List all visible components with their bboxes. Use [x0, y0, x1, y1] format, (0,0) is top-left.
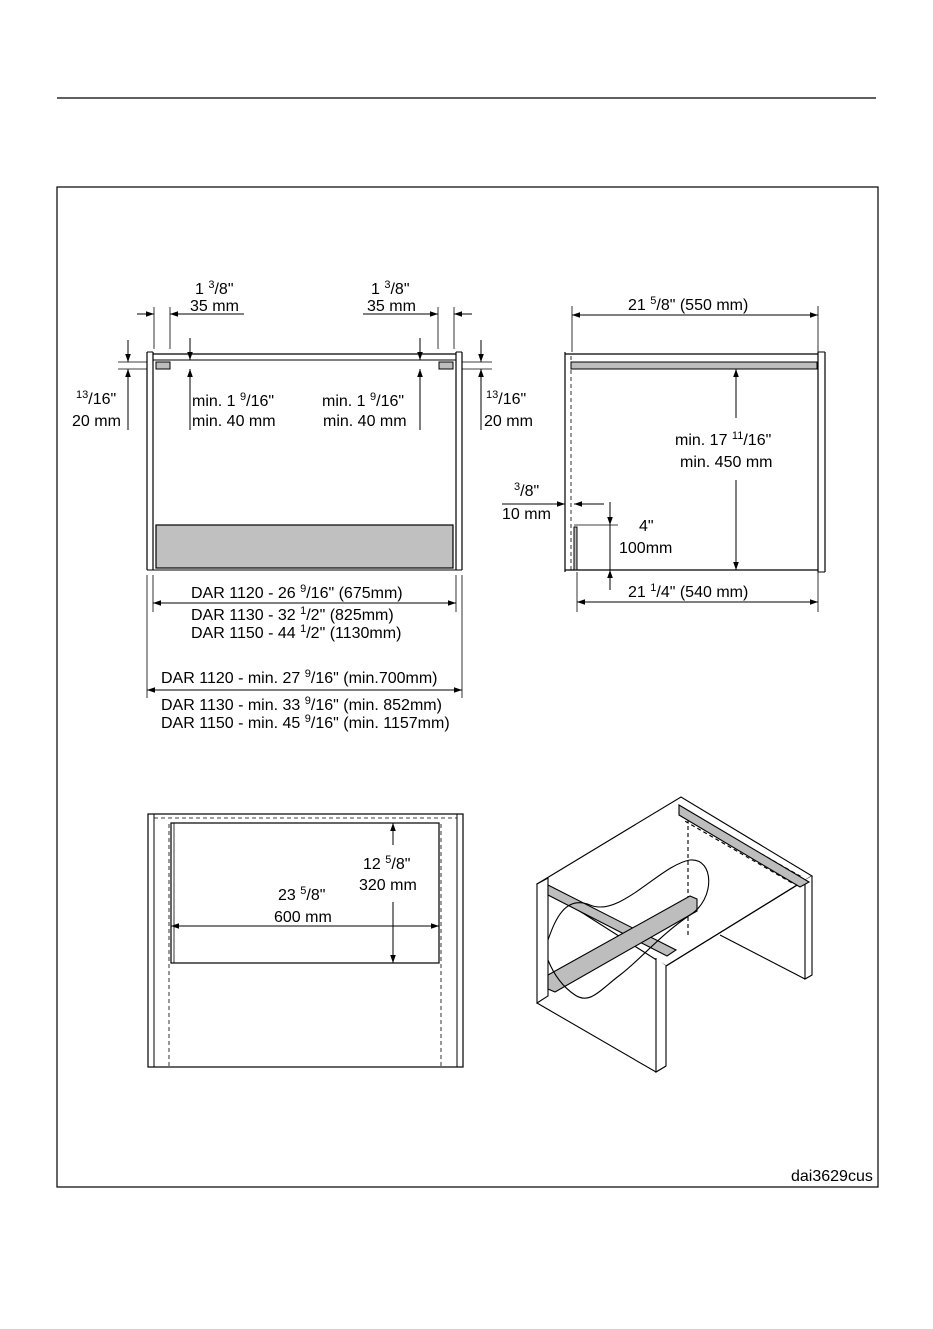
top-depth-mm-label: 320 mm — [359, 877, 417, 894]
top-view-outline — [147, 813, 464, 1068]
iso-back-rail — [678, 804, 811, 888]
top-view: 23 5/8" 600 mm 12 5/8" 320 mm — [147, 813, 464, 1068]
right-gap-mm-label: 35 mm — [367, 298, 416, 315]
front-appliance-body — [155, 524, 454, 569]
front-left-mount-block — [155, 361, 171, 370]
side-edge-label: 3/8" — [514, 481, 539, 500]
unit-width-label-1130: DAR 1130 - 32 1/2" (825mm) — [191, 605, 394, 624]
side-view: 21 5/8" (550 mm) min. 17 11/16" min. 450… — [502, 295, 826, 612]
right-min-mm-label: min. 40 mm — [323, 413, 407, 430]
right-height-label: 13/16" — [486, 389, 526, 408]
iso-bottom-rail — [547, 895, 698, 993]
side-depth-top-label: 21 5/8" (550 mm) — [628, 295, 748, 314]
figure-frame — [56, 186, 879, 1188]
top-width-label: 23 5/8" — [278, 885, 325, 904]
figure-code: dai3629cus — [791, 1168, 873, 1185]
unit-width-label-1120: DAR 1120 - 26 9/16" (675mm) — [191, 583, 403, 602]
left-min-label: min. 1 9/16" — [192, 391, 274, 410]
min-width-label-1150: DAR 1150 - min. 45 9/16" (min. 1157mm) — [161, 713, 450, 732]
left-min-mm-label: min. 40 mm — [192, 413, 276, 430]
iso-left-panel — [536, 877, 549, 1005]
right-height-mm-label: 20 mm — [484, 413, 533, 430]
iso-appliance-outline — [547, 859, 710, 999]
isometric-view — [535, 796, 814, 1073]
side-height-mm-label: min. 450 mm — [680, 454, 772, 471]
left-height-mm-label: 20 mm — [72, 413, 121, 430]
iso-top-board — [535, 796, 814, 967]
left-height-label: 13/16" — [76, 389, 116, 408]
top-depth-label: 12 5/8" — [363, 854, 410, 873]
left-gap-label: 1 3/8" — [195, 279, 234, 298]
right-gap-label: 1 3/8" — [371, 279, 410, 298]
right-min-label: min. 1 9/16" — [322, 391, 404, 410]
top-view-cutout — [170, 822, 440, 964]
side-rail-in-label: 4" — [639, 518, 654, 535]
front-view: 1 3/8" 35 mm 1 3/8" 35 mm min. 1 9/16" m… — [72, 279, 533, 732]
unit-width-label-1150: DAR 1150 - 44 1/2" (1130mm) — [191, 623, 401, 642]
side-rail-mm-label: 100mm — [619, 540, 672, 557]
front-right-mount-block — [438, 361, 454, 370]
top-width-mm-label: 600 mm — [274, 909, 332, 926]
min-width-label-1120: DAR 1120 - min. 27 9/16" (min.700mm) — [161, 668, 438, 687]
iso-front-panel — [655, 958, 667, 1073]
side-front-rail — [573, 526, 578, 571]
left-gap-mm-label: 35 mm — [190, 298, 239, 315]
iso-right-panel — [804, 876, 813, 980]
min-width-label-1130: DAR 1130 - min. 33 9/16" (min. 852mm) — [161, 695, 442, 714]
side-height-label: min. 17 11/16" — [675, 430, 771, 449]
side-edge-mm-label: 10 mm — [502, 506, 551, 523]
side-mount-rail — [570, 361, 818, 370]
side-depth-bottom-label: 21 1/4" (540 mm) — [628, 582, 748, 601]
